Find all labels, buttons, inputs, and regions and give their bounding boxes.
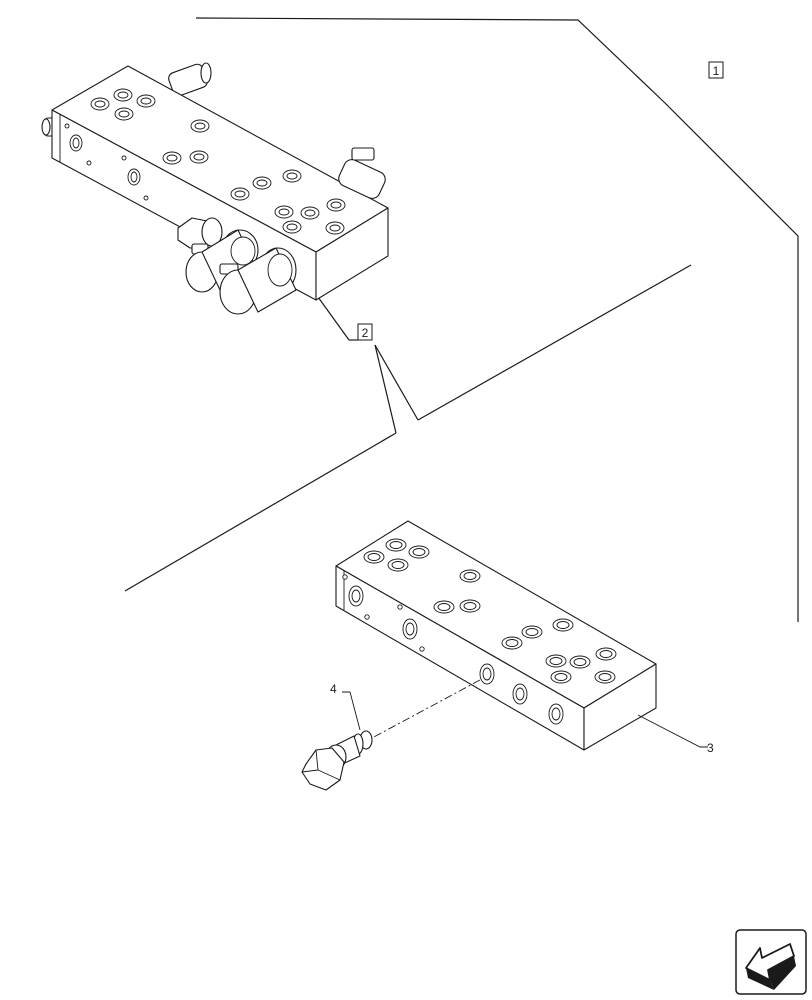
valve-assembly	[41, 62, 389, 315]
manifold-block	[335, 520, 657, 751]
block-top-ports	[363, 538, 617, 684]
block-front-ports	[342, 574, 564, 725]
plug-part	[301, 679, 481, 791]
arrow-back-icon[interactable]	[735, 929, 807, 995]
callout-4-label: 4	[330, 682, 337, 696]
solenoid-cartridges	[177, 217, 297, 315]
callout-2: 2	[357, 323, 373, 341]
callout-3-label: 3	[707, 741, 714, 755]
leader-4	[342, 691, 361, 731]
callout-2-label: 2	[362, 326, 369, 340]
callout-1: 1	[708, 61, 724, 79]
callout-1-label: 1	[713, 64, 720, 78]
block-end-face	[583, 663, 657, 751]
assembly-bracket-1	[195, 17, 799, 622]
valve-end-face	[315, 207, 389, 301]
top-ports	[90, 88, 346, 235]
leader-3	[637, 714, 708, 748]
callout-2-leaders	[124, 264, 692, 592]
front-ports	[64, 123, 149, 201]
